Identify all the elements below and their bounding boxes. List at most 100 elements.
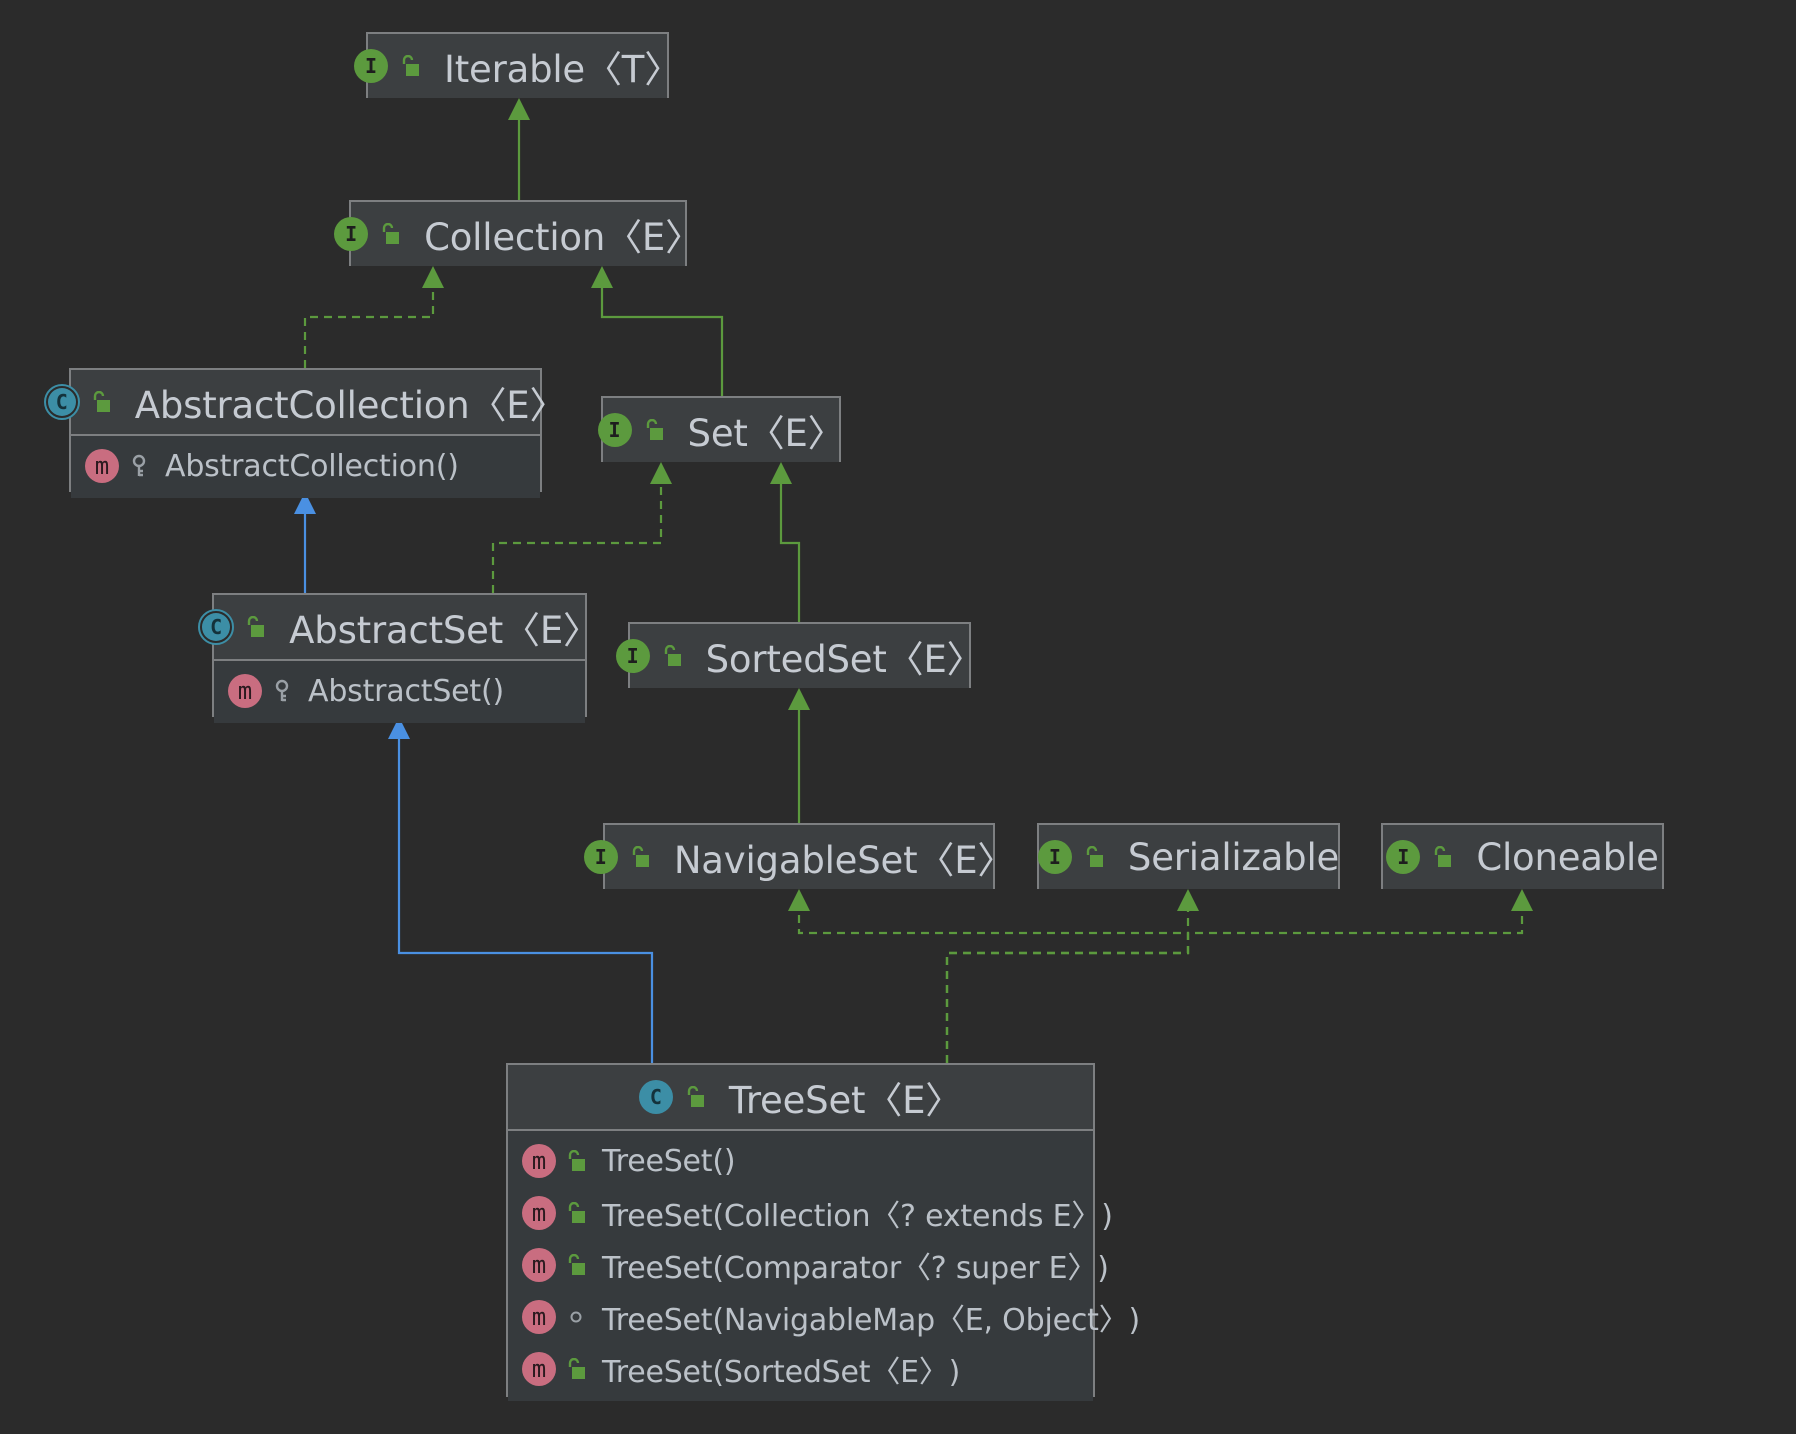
method-icon: m	[522, 1248, 556, 1282]
interface-icon: I	[615, 639, 650, 673]
public-visibility-icon	[1430, 844, 1454, 870]
member-row[interactable]: m TreeSet(Collection〈? extends E〉)	[508, 1187, 1113, 1239]
protected-visibility-icon	[270, 678, 294, 704]
edge-tree-set-to-navigable-set	[788, 889, 1190, 1063]
public-visibility-icon	[564, 1252, 588, 1278]
edge-set-to-collection	[591, 266, 724, 396]
node-name: Set〈E〉	[687, 412, 845, 455]
edge-arrowhead	[788, 688, 810, 710]
public-visibility-icon	[398, 53, 422, 79]
method-icon: m	[522, 1352, 556, 1386]
node-abstract-collection[interactable]: C AbstractCollection〈E〉 m AbstractCollectio…	[43, 368, 566, 498]
edge-navigable-set-to-sorted-set	[788, 688, 810, 823]
member-row[interactable]: m TreeSet(NavigableMap〈E, Object〉)	[508, 1291, 1140, 1343]
method-icon: m	[228, 674, 262, 708]
public-visibility-icon	[683, 1084, 707, 1110]
public-visibility-icon	[564, 1356, 588, 1382]
node-sorted-set[interactable]: I SortedSet〈E〉	[615, 622, 984, 688]
public-visibility-icon	[660, 643, 684, 669]
node-name: TreeSet〈E〉	[728, 1079, 963, 1122]
public-visibility-icon	[642, 417, 666, 443]
member-signature: TreeSet()	[602, 1143, 736, 1179]
member-signature: TreeSet(NavigableMap〈E, Object〉)	[602, 1303, 1140, 1338]
member-signature: TreeSet(Comparator〈? super E〉)	[602, 1251, 1109, 1286]
member-signature: TreeSet(Collection〈? extends E〉)	[602, 1199, 1113, 1234]
edge-line	[303, 288, 435, 368]
member-row[interactable]: m AbstractSet()	[214, 665, 585, 717]
public-visibility-icon	[1082, 844, 1106, 870]
member-row[interactable]: m TreeSet(Comparator〈? super E〉)	[508, 1239, 1109, 1291]
node-iterable[interactable]: I Iterable〈T〉	[354, 32, 681, 98]
node-set[interactable]: I Set〈E〉	[597, 396, 845, 462]
interface-icon: I	[597, 413, 632, 447]
edge-arrowhead	[770, 462, 792, 484]
node-serializable[interactable]: I Serializable	[1037, 823, 1340, 889]
interface-icon: I	[1386, 840, 1421, 874]
node-name: AbstractSet〈E〉	[289, 609, 600, 652]
edge-line	[779, 484, 801, 622]
public-visibility-icon	[628, 844, 652, 870]
edge-line	[600, 288, 724, 396]
member-signature: AbstractSet()	[308, 673, 505, 709]
method-icon: m	[522, 1300, 556, 1334]
abstract-class-icon: C	[43, 384, 80, 420]
node-header: I SortedSet〈E〉	[615, 624, 984, 688]
edge-arrowhead	[650, 462, 672, 484]
edge-abstract-collection-to-collection	[303, 266, 444, 368]
public-visibility-icon	[564, 1148, 588, 1174]
edge-arrowhead	[1177, 889, 1199, 911]
edge-arrowhead	[1511, 889, 1533, 911]
edge-line	[945, 911, 1524, 1063]
edge-arrowhead	[422, 266, 444, 288]
edge-line	[397, 739, 654, 1063]
node-name: SortedSet〈E〉	[705, 638, 984, 681]
method-icon: m	[522, 1196, 556, 1230]
edge-abstract-set-to-set	[491, 462, 672, 593]
edge-tree-set-to-abstract-set	[388, 717, 654, 1063]
interface-icon: I	[334, 217, 369, 251]
node-header: I Iterable〈T〉	[354, 34, 681, 98]
edge-collection-to-iterable	[508, 98, 530, 200]
node-header: I Set〈E〉	[597, 398, 845, 462]
public-visibility-icon	[378, 221, 402, 247]
public-visibility-icon	[89, 389, 113, 415]
interface-icon: I	[583, 840, 618, 874]
member-signature: AbstractCollection()	[165, 448, 459, 484]
interface-icon: I	[354, 49, 388, 83]
node-name: AbstractCollection〈E〉	[134, 384, 567, 427]
node-members: m AbstractCollection()	[71, 434, 540, 498]
edge-arrowhead	[591, 266, 613, 288]
edge-line	[491, 484, 663, 593]
package-private-visibility-icon	[564, 1304, 588, 1330]
edge-arrowhead	[388, 717, 410, 739]
interface-icon: I	[1037, 840, 1072, 874]
class-icon: C	[638, 1080, 673, 1114]
edge-line	[797, 911, 1190, 1063]
node-header: I Serializable	[1037, 825, 1340, 889]
node-header: C AbstractCollection〈E〉	[43, 370, 566, 434]
node-name: Serializable	[1127, 835, 1340, 879]
edge-sorted-set-to-set	[770, 462, 801, 622]
edge-arrowhead	[788, 889, 810, 911]
edge-tree-set-to-serializable	[945, 889, 1199, 1063]
edge-tree-set-to-cloneable	[945, 889, 1533, 1063]
node-members: m AbstractSet()	[214, 659, 585, 723]
method-icon: m	[85, 449, 119, 483]
edge-abstract-set-to-abstract-collection	[294, 492, 316, 593]
member-row[interactable]: m AbstractCollection()	[71, 440, 540, 492]
edge-arrowhead	[294, 492, 316, 514]
edge-arrowhead	[508, 98, 530, 120]
node-name: Iterable〈T〉	[444, 48, 681, 91]
